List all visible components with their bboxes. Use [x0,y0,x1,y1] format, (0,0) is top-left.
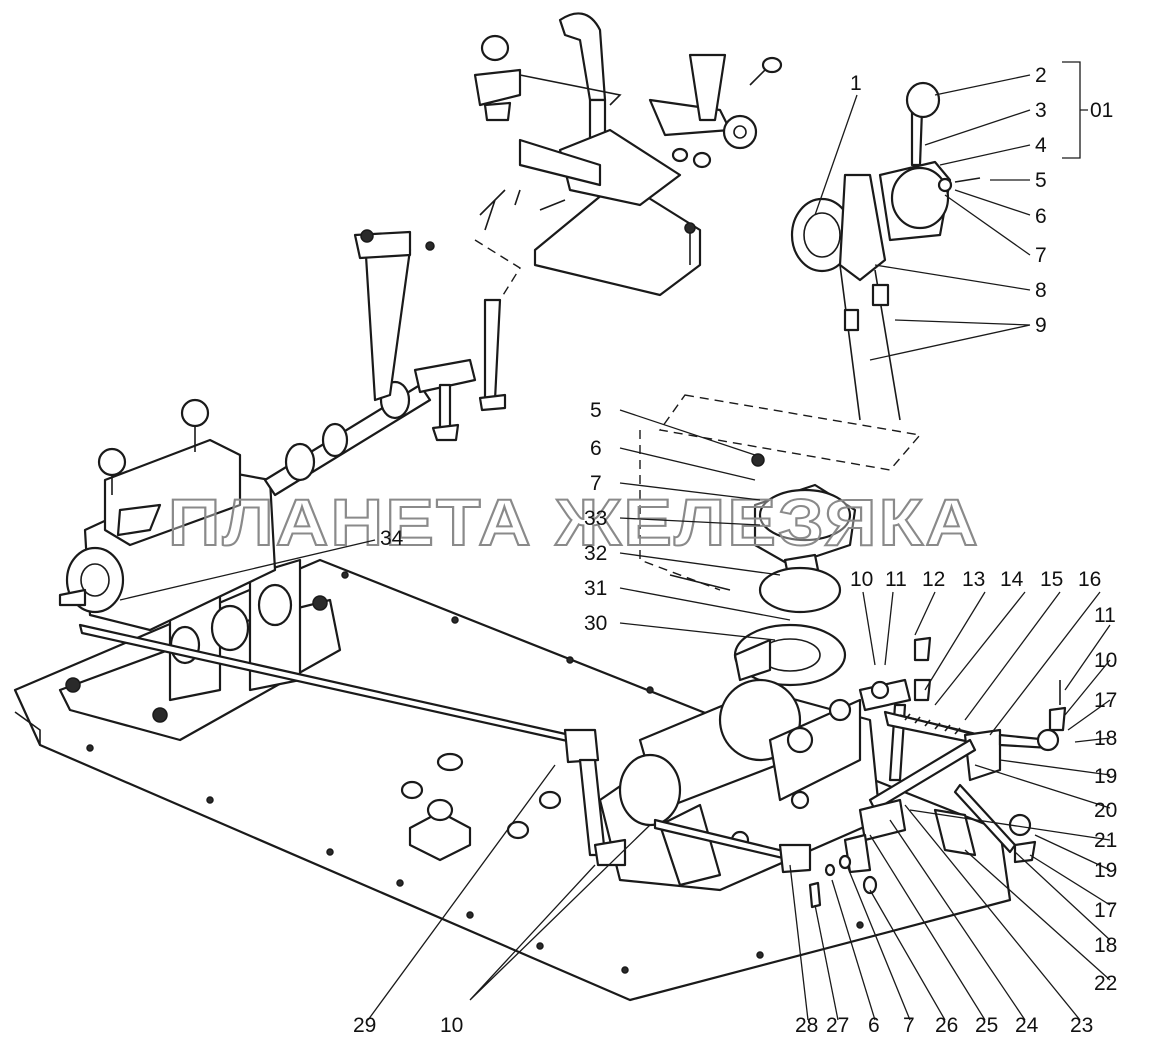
callout-15: 15 [1040,568,1063,591]
watermark: ПЛАНЕТА ЖЕЛЕЗЯКА [168,485,980,559]
callout-6-bottom: 6 [868,1014,880,1037]
gearbox-housing [598,678,882,892]
callout-6-upper: 6 [1035,205,1047,228]
callout-11-top: 11 [885,568,907,591]
callout-9: 9 [1035,314,1047,337]
callout-12: 12 [922,568,945,591]
valve-assembly-left [58,229,507,742]
hand-lever-assembly [473,12,783,301]
callout-5-upper: 5 [1035,169,1047,192]
callout-18-lower: 18 [1094,934,1117,957]
callout-34: 34 [380,527,404,550]
callout-21: 21 [1094,829,1117,852]
callout-17-lower: 17 [1094,899,1117,922]
callout-26: 26 [935,1014,958,1037]
callout-labels: 1 2 3 4 01 5 6 7 8 9 5 6 7 33 32 31 30 3… [353,64,1117,1037]
callout-10-right: 10 [1094,649,1117,672]
callout-19-lower: 19 [1094,859,1117,882]
callout-7-bottom: 7 [903,1014,915,1037]
linkage-rods [78,623,1067,909]
callout-19-upper: 19 [1094,765,1117,788]
control-unit-right [658,81,981,471]
callout-18-upper: 18 [1094,727,1117,750]
callout-16: 16 [1078,568,1101,591]
callout-28: 28 [795,1014,818,1037]
callout-13: 13 [962,568,985,591]
callout-24: 24 [1015,1014,1039,1037]
callout-30: 30 [584,612,607,635]
callout-10-top: 10 [850,568,873,591]
callout-23: 23 [1070,1014,1093,1037]
callout-27: 27 [826,1014,849,1037]
callout-1: 1 [850,72,862,95]
callout-4: 4 [1035,134,1047,157]
callout-22: 22 [1094,972,1117,995]
callout-20: 20 [1094,799,1117,822]
central-valve-stack [639,430,857,687]
callout-17-upper: 17 [1094,689,1117,712]
callout-10-bottom: 10 [440,1014,463,1037]
callout-11-right: 11 [1094,604,1116,627]
callout-6-middle: 6 [590,437,602,460]
callout-29: 29 [353,1014,376,1037]
leader-lines [119,61,1111,1021]
callout-5-middle: 5 [590,399,602,422]
callout-31: 31 [584,577,607,600]
callout-25: 25 [975,1014,998,1037]
callout-14: 14 [1000,568,1024,591]
callout-8: 8 [1035,279,1047,302]
callout-2: 2 [1035,64,1047,87]
callout-01: 01 [1090,99,1113,122]
callout-7-upper: 7 [1035,244,1047,267]
callout-7-middle: 7 [590,472,602,495]
callout-3: 3 [1035,99,1047,122]
callout-33: 33 [584,507,607,530]
callout-32: 32 [584,542,607,565]
